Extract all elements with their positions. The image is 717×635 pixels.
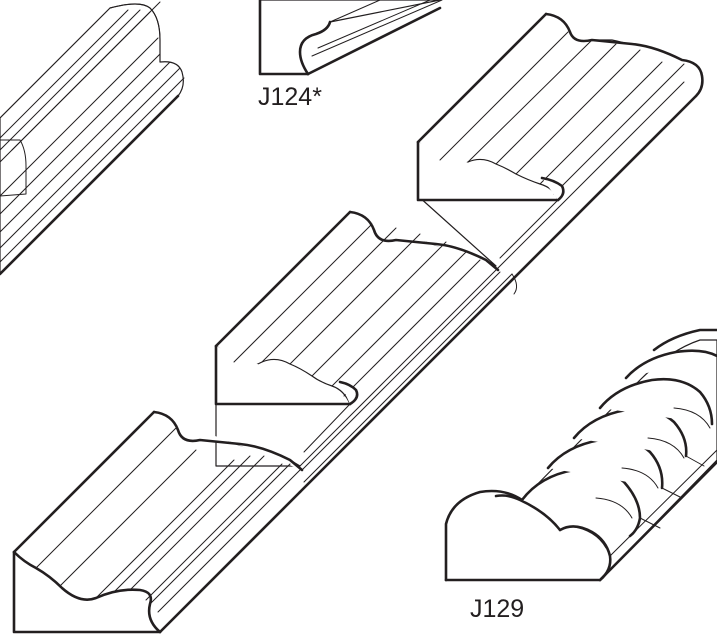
- label-j129: J129: [470, 595, 525, 623]
- label-j124: J124*: [258, 83, 322, 111]
- molding-j124: [258, 0, 443, 76]
- molding-top-left: [0, 1, 185, 276]
- molding-main-long: [12, 12, 704, 634]
- molding-j129-rope: [444, 328, 717, 582]
